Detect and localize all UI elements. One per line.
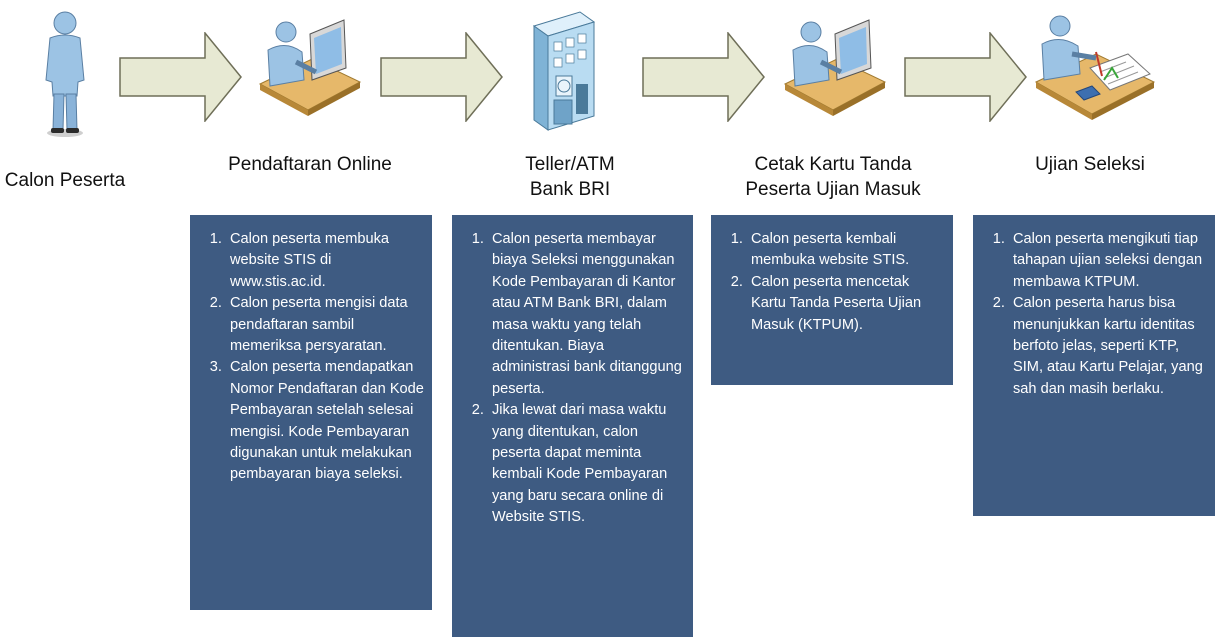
- flow-arrow-4: [904, 32, 1027, 122]
- flow-arrow-1: [119, 32, 242, 122]
- description-box-ujian: Calon peserta mengikuti tiap tahapan uji…: [973, 215, 1215, 516]
- person-standing-icon: [45, 11, 85, 137]
- list-item: Calon peserta membuka website STIS di ww…: [226, 229, 424, 293]
- step-list: Calon peserta membayar biaya Seleksi men…: [458, 229, 685, 529]
- flow-arrow-3: [642, 32, 765, 122]
- person-computer-icon: [783, 19, 887, 116]
- step-list: Calon peserta membuka website STIS di ww…: [196, 229, 424, 486]
- list-item: Jika lewat dari masa waktu yang ditentuk…: [488, 400, 685, 528]
- step-list: Calon peserta kembali membuka website ST…: [717, 229, 945, 336]
- flow-arrow-2: [380, 32, 503, 122]
- description-box-teller: Calon peserta membayar biaya Seleksi men…: [452, 215, 693, 637]
- list-item: Calon peserta mencetak Kartu Tanda Peser…: [747, 272, 945, 336]
- description-box-pendaftaran: Calon peserta membuka website STIS di ww…: [190, 215, 432, 610]
- description-box-cetak-kartu: Calon peserta kembali membuka website ST…: [711, 215, 953, 385]
- step-label-calon-peserta: Calon Peserta: [4, 170, 126, 191]
- list-item: Calon peserta kembali membuka website ST…: [747, 229, 945, 272]
- person-exam-icon: [1034, 15, 1156, 120]
- step-label-ujian-seleksi: Ujian Seleksi: [1035, 154, 1145, 175]
- list-item: Calon peserta membayar biaya Seleksi men…: [488, 229, 685, 400]
- list-item: Calon peserta mengikuti tiap tahapan uji…: [1009, 229, 1207, 293]
- step-label-cetak-kartu: Cetak Kartu Tanda Peserta Ujian Masuk: [745, 154, 921, 200]
- step-label-pendaftaran-online: Pendaftaran Online: [228, 154, 392, 175]
- list-item: Calon peserta harus bisa menunjukkan kar…: [1009, 293, 1207, 400]
- person-computer-icon: [258, 19, 362, 116]
- bank-atm-building-icon: [532, 11, 596, 131]
- list-item: Calon peserta mendapatkan Nomor Pendafta…: [226, 357, 424, 485]
- step-label-teller-atm: Teller/ATM Bank BRI: [525, 154, 615, 200]
- list-item: Calon peserta mengisi data pendaftaran s…: [226, 293, 424, 357]
- step-list: Calon peserta mengikuti tiap tahapan uji…: [979, 229, 1207, 400]
